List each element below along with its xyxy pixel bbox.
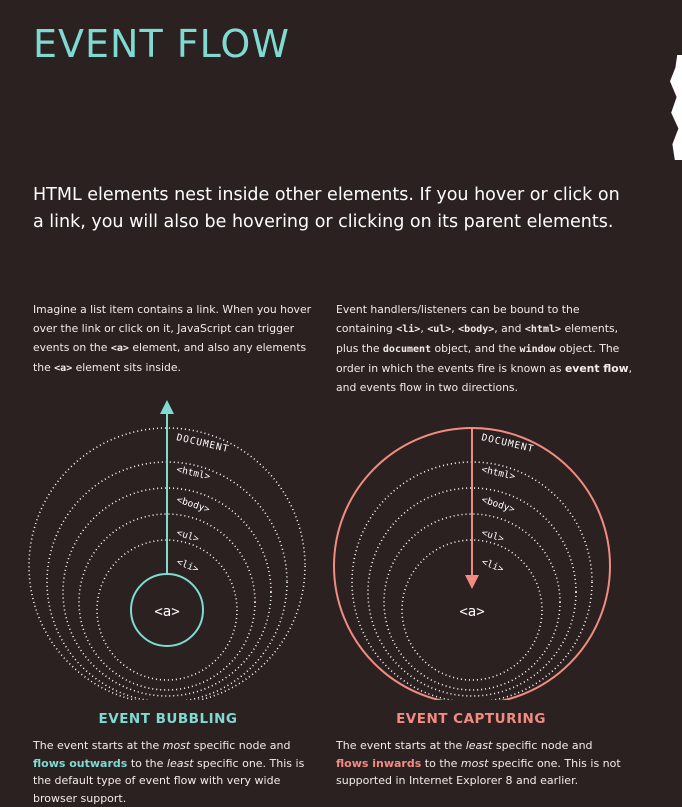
right-sep-2: , xyxy=(451,322,459,335)
capturing-label-body: <body> xyxy=(480,494,516,515)
capturing-label-document: DOCUMENT xyxy=(480,432,535,455)
bubbling-description: The event starts at the most specific no… xyxy=(33,737,323,807)
bubbling-heading: EVENT BUBBLING xyxy=(98,711,238,727)
cap-text-2: specific node and xyxy=(492,739,593,752)
ring-html-capture xyxy=(351,461,593,700)
right-text-4: object. The order in which the events fi… xyxy=(336,342,620,375)
right-text-2: elements, plus the xyxy=(336,322,619,355)
bubbling-label-li: <li> xyxy=(175,557,201,576)
code-window: window xyxy=(519,344,556,355)
bubbling-label-ul: <ul> xyxy=(175,527,200,545)
capturing-label-ul: <ul> xyxy=(480,527,505,545)
page-title: EVENT FLOW xyxy=(33,22,290,66)
left-text-2: element, and also any elements the xyxy=(33,341,307,374)
left-paragraph: Imagine a list item contains a link. Whe… xyxy=(33,300,318,378)
code-document: document xyxy=(382,344,432,355)
ring-body xyxy=(62,487,272,697)
right-paragraph: Event handlers/listeners can be bound to… xyxy=(336,300,636,397)
bub-text-3: to the xyxy=(127,756,167,770)
code-a-2: <a> xyxy=(54,363,73,374)
capturing-label-li: <li> xyxy=(480,557,506,576)
code-body: <body> xyxy=(458,324,495,335)
right-text-5: , and events flow in two directions. xyxy=(336,362,633,394)
event-flow-term: event flow xyxy=(564,362,629,375)
cap-text-1: The event starts at the xyxy=(336,739,466,752)
torn-paper-edge xyxy=(670,55,682,160)
cap-italic-least: least xyxy=(465,739,493,752)
left-text-3: element sits inside. xyxy=(72,361,181,374)
capturing-description: The event starts at the least specific n… xyxy=(336,737,626,790)
capturing-center-label: <a> xyxy=(459,604,484,620)
capturing-heading: EVENT CAPTURING xyxy=(396,711,546,727)
right-text-3: object, and the xyxy=(431,342,520,355)
code-a: <a> xyxy=(110,343,129,354)
code-li: <li> xyxy=(396,324,421,335)
code-html: <html> xyxy=(524,324,562,335)
bub-text-1: The event starts at the xyxy=(33,739,163,752)
ring-li-capture xyxy=(401,539,543,681)
ring-ul xyxy=(78,513,256,691)
bub-flows-outwards: flows outwards xyxy=(33,756,128,770)
bubbling-label-body: <body> xyxy=(175,494,211,515)
ring-html xyxy=(46,461,288,700)
ring-document xyxy=(28,427,306,700)
right-sep-1: , xyxy=(420,322,428,335)
bub-italic-most: most xyxy=(162,739,191,752)
right-sep-3: , and xyxy=(494,322,525,335)
intro-text: HTML elements nest inside other elements… xyxy=(33,185,620,232)
cap-text-4: specific one. This is not supported in I… xyxy=(336,756,621,788)
bubbling-center-label: <a> xyxy=(154,604,179,620)
cap-italic-most: most xyxy=(460,756,489,770)
ring-body-capture xyxy=(367,487,577,697)
bubbling-label-document: DOCUMENT xyxy=(175,432,230,455)
bubbling-target-circle xyxy=(130,573,204,647)
code-ul: <ul> xyxy=(427,324,452,335)
cap-text-3: to the xyxy=(421,756,461,770)
event-flow-diagram: <a> DOCUMENT <html> <body> <ul> <li> <a>… xyxy=(28,400,611,700)
capturing-diagram: <a> DOCUMENT <html> <body> <ul> <li> xyxy=(333,427,611,700)
bubbling-diagram: <a> DOCUMENT <html> <body> <ul> <li> xyxy=(28,400,306,700)
right-text-1: Event handlers/listeners can be bound to… xyxy=(336,303,580,335)
ring-ul-capture xyxy=(383,513,561,691)
bub-text-2: specific node and xyxy=(190,739,291,752)
bubbling-label-html: <html> xyxy=(175,464,211,483)
left-text-1: Imagine a list item contains a link. Whe… xyxy=(33,303,312,354)
cap-flows-inwards: flows inwards xyxy=(336,756,422,770)
bub-italic-least: least xyxy=(166,756,194,770)
ring-li xyxy=(96,539,238,681)
capturing-label-html: <html> xyxy=(480,464,516,483)
